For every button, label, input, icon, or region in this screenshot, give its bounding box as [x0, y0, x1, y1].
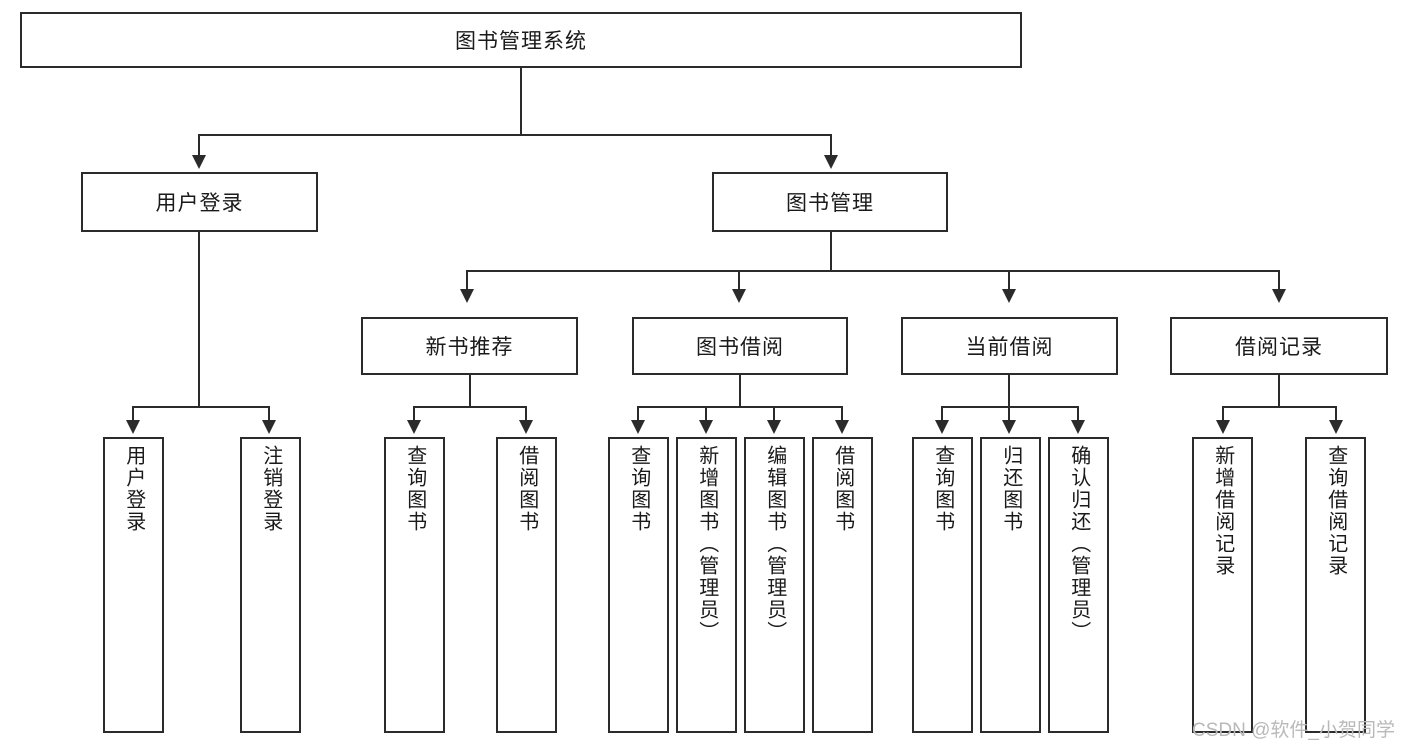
leaf-label: 查询图书 [627, 445, 650, 533]
node-book-borrow[interactable]: 图书借阅 [632, 317, 848, 375]
leaf-label: 确认归还（管理员） [1067, 445, 1090, 643]
connector-bookmgmt-to-current [1008, 270, 1010, 292]
arrowhead-login-leaf1 [126, 420, 140, 434]
connector-newbook-bus [413, 406, 527, 408]
node-borrow-record[interactable]: 借阅记录 [1170, 317, 1388, 375]
arrowhead-bookborrow-leaf4 [835, 420, 849, 434]
leaf-add-book-admin[interactable]: 新增图书（管理员） [676, 437, 737, 733]
arrowhead-bookmgmt-new [460, 289, 474, 303]
leaf-label: 用户登录 [122, 445, 145, 533]
leaf-query-book-borrow[interactable]: 查询图书 [608, 437, 669, 733]
node-root-system[interactable]: 图书管理系统 [20, 12, 1022, 68]
connector-bookborrow-leaf1 [637, 406, 639, 423]
node-new-book-recommend[interactable]: 新书推荐 [361, 317, 578, 375]
leaf-add-borrow-record[interactable]: 新增借阅记录 [1192, 437, 1253, 733]
leaf-borrow-book-newbook[interactable]: 借阅图书 [496, 437, 557, 733]
leaf-label: 归还图书 [999, 445, 1022, 533]
leaf-label: 查询图书 [931, 445, 954, 533]
leaf-return-book[interactable]: 归还图书 [980, 437, 1041, 733]
connector-root-bus [198, 134, 832, 136]
connector-bookmgmt-to-record [1278, 270, 1280, 292]
arrowhead-bookborrow-leaf3 [767, 420, 781, 434]
arrowhead-bookmgmt-borrow [732, 289, 746, 303]
leaf-label: 查询图书 [403, 445, 426, 533]
connector-root-stem [520, 68, 522, 135]
arrowhead-currentborrow-leaf1 [935, 420, 949, 434]
leaf-label: 查询借阅记录 [1324, 445, 1347, 577]
leaf-query-borrow-record[interactable]: 查询借阅记录 [1305, 437, 1366, 733]
connector-bookmgmt-bus [466, 270, 1280, 272]
arrowhead-borrowrecord-leaf2 [1329, 420, 1343, 434]
connector-login-to-leaf1 [132, 406, 134, 423]
connector-bookborrow-leaf3 [773, 406, 775, 423]
connector-root-to-bookmgmt [830, 134, 832, 158]
leaf-user-login[interactable]: 用户登录 [103, 437, 164, 733]
leaf-label: 新增借阅记录 [1211, 445, 1234, 577]
connector-currentborrow-stem [1008, 375, 1010, 407]
arrowhead-bookmgmt-current [1002, 289, 1016, 303]
arrowhead-bookborrow-leaf1 [631, 420, 645, 434]
connector-currentborrow-leaf3 [1077, 406, 1079, 423]
node-label: 借阅记录 [1235, 336, 1323, 359]
leaf-edit-book-admin[interactable]: 编辑图书（管理员） [744, 437, 805, 733]
arrowhead-bookmgmt-record [1272, 289, 1286, 303]
connector-currentborrow-bus [941, 406, 1079, 408]
connector-borrowrecord-stem [1278, 375, 1280, 407]
arrowhead-newbook-leaf2 [519, 420, 533, 434]
node-user-login[interactable]: 用户登录 [81, 172, 318, 232]
connector-bookborrow-stem [739, 375, 741, 407]
node-book-management[interactable]: 图书管理 [712, 172, 948, 232]
arrowhead-currentborrow-leaf2 [1002, 420, 1016, 434]
connector-bookborrow-leaf2 [705, 406, 707, 423]
connector-root-to-login [198, 134, 200, 158]
leaf-query-book-current[interactable]: 查询图书 [912, 437, 973, 733]
connector-currentborrow-leaf1 [941, 406, 943, 423]
leaf-confirm-return-admin[interactable]: 确认归还（管理员） [1048, 437, 1109, 733]
connector-bookborrow-bus [637, 406, 843, 408]
leaf-label: 注销登录 [259, 445, 282, 533]
arrowhead-currentborrow-leaf3 [1071, 420, 1085, 434]
leaf-label: 借阅图书 [831, 445, 854, 533]
leaf-logout[interactable]: 注销登录 [240, 437, 301, 733]
connector-bookborrow-leaf4 [841, 406, 843, 423]
leaf-label: 借阅图书 [515, 445, 538, 533]
connector-currentborrow-leaf2 [1008, 406, 1010, 423]
connector-newbook-stem [469, 375, 471, 407]
arrowhead-root-to-bookmgmt [824, 155, 838, 169]
node-label: 新书推荐 [425, 336, 514, 359]
node-label: 当前借阅 [965, 336, 1054, 359]
connector-login-stem [198, 232, 200, 407]
connector-login-to-leaf2 [268, 406, 270, 423]
connector-borrowrecord-leaf1 [1222, 406, 1224, 423]
node-label: 用户登录 [155, 192, 244, 215]
arrowhead-newbook-leaf1 [407, 420, 421, 434]
node-current-borrow[interactable]: 当前借阅 [901, 317, 1118, 375]
leaf-label: 新增图书（管理员） [695, 445, 718, 643]
connector-borrowrecord-leaf2 [1335, 406, 1337, 423]
connector-newbook-leaf2 [525, 406, 527, 423]
connector-newbook-leaf1 [413, 406, 415, 423]
connector-bookmgmt-to-borrow [738, 270, 740, 292]
arrowhead-login-leaf2 [262, 420, 276, 434]
arrowhead-root-to-login [192, 155, 206, 169]
leaf-query-book-newbook[interactable]: 查询图书 [384, 437, 445, 733]
node-label: 图书管理系统 [455, 30, 587, 53]
leaf-borrow-book[interactable]: 借阅图书 [812, 437, 873, 733]
node-label: 图书借阅 [696, 336, 784, 359]
arrowhead-borrowrecord-leaf1 [1216, 420, 1230, 434]
connector-bookmgmt-stem [830, 232, 832, 271]
node-label: 图书管理 [786, 192, 874, 215]
leaf-label: 编辑图书（管理员） [763, 445, 786, 643]
connector-borrowrecord-bus [1222, 406, 1337, 408]
arrowhead-bookborrow-leaf2 [699, 420, 713, 434]
connector-login-bus [132, 406, 268, 408]
connector-bookmgmt-to-new [466, 270, 468, 292]
